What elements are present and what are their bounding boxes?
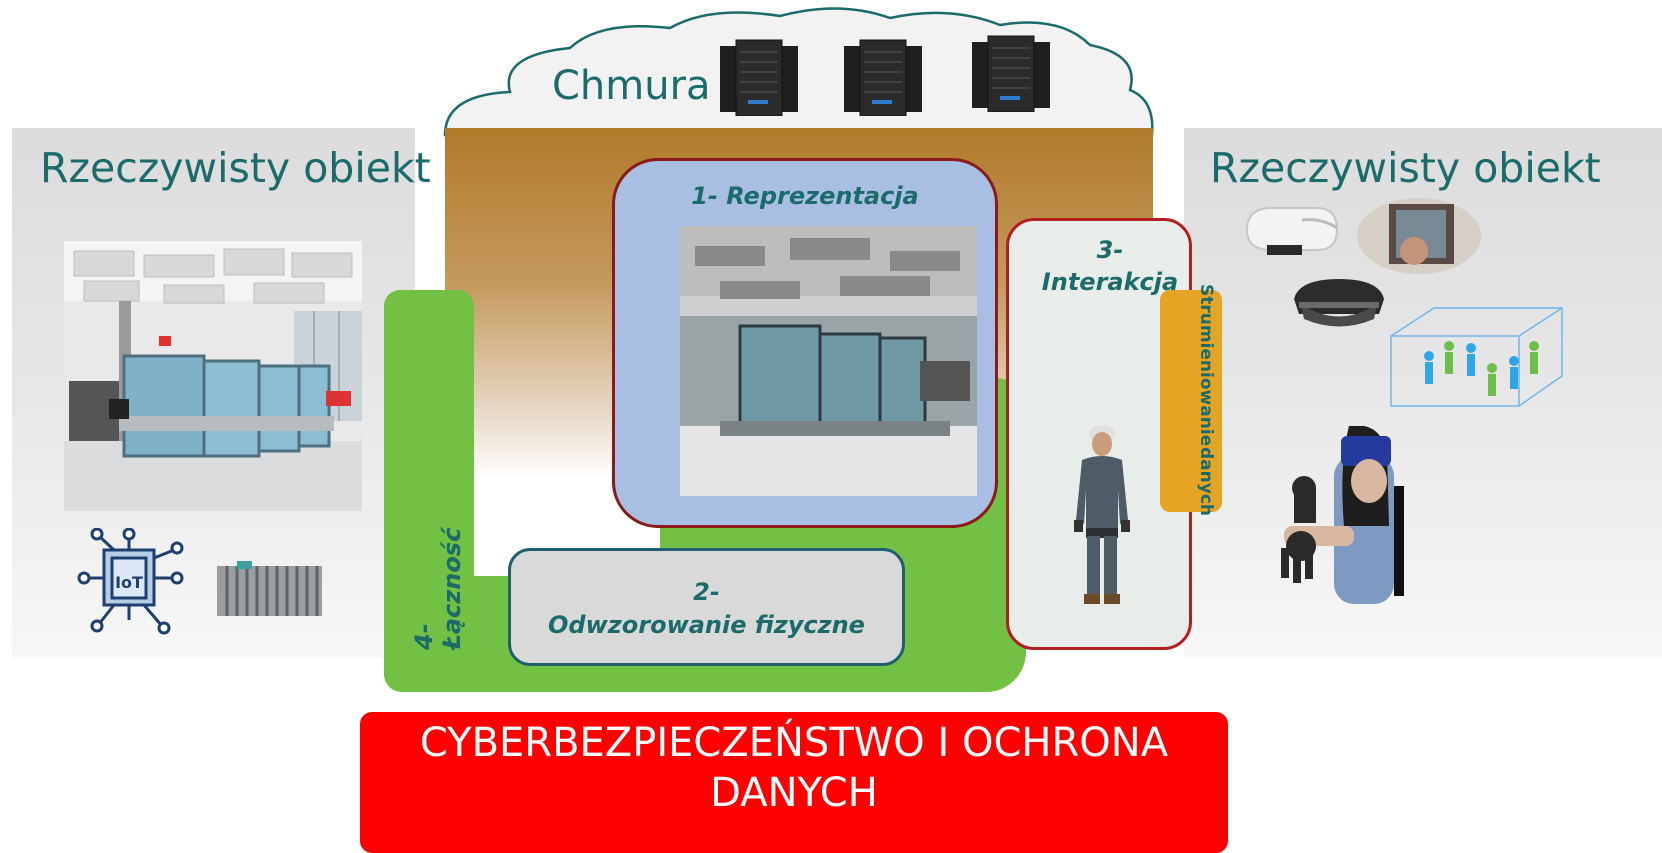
server-rack-icon: [844, 39, 922, 116]
data-streaming-label: Strumieniowanie danych: [1166, 284, 1216, 515]
odwzorowanie-number: 2-: [693, 578, 720, 606]
factory-photo: [64, 241, 362, 511]
cybersecurity-line2: DANYCH: [710, 770, 878, 816]
server-rack-icon: [972, 35, 1050, 112]
right-real-object-panel: Rzeczywisty obiekt: [1184, 128, 1662, 658]
odwzorowanie-label: Odwzorowanie fizyczne: [548, 611, 865, 639]
tablet-ar-icon: [1357, 198, 1481, 274]
cloud-label: Chmura: [552, 63, 711, 109]
reprezentacja-label: 1- Reprezentacja: [691, 182, 919, 210]
worker-avatar: [1074, 425, 1130, 604]
left-panel-title: Rzeczywisty obiekt: [40, 144, 431, 192]
data-streaming-line2: danych: [1196, 446, 1216, 516]
cloud-shape: [443, 7, 1154, 137]
iot-chip-icon: IoT: [77, 528, 184, 635]
cybersecurity-line1: CYBERBEZPIECZEŃSTWO I OCHRONA: [419, 720, 1169, 766]
vr-headset-icon: [1245, 207, 1339, 255]
hololens-icon: [1294, 279, 1384, 327]
right-panel-title: Rzeczywisty obiekt: [1210, 144, 1601, 192]
interakcja-number: 3-: [1096, 236, 1124, 264]
3d-humans-icon: [1390, 307, 1563, 407]
data-streaming-bar: [1160, 290, 1222, 512]
vr-gloves-person-icon: [1281, 426, 1404, 604]
industrial-controller-icon: [217, 561, 322, 616]
svg-text:IoT: IoT: [115, 573, 143, 592]
left-real-object-panel: Rzeczywisty obiekt: [12, 128, 431, 658]
cybersecurity-banner: CYBERBEZPIECZEŃSTWO I OCHRONA DANYCH: [360, 712, 1228, 853]
interakcja-label: Interakcja: [1041, 268, 1179, 296]
odwzorowanie-block: [508, 548, 905, 666]
lacznosc-label: 4- Łączność: [410, 527, 466, 650]
data-streaming-line1: Strumieniowanie: [1196, 284, 1216, 447]
digital-model-image: [680, 226, 977, 496]
server-rack-icon: [720, 39, 798, 116]
